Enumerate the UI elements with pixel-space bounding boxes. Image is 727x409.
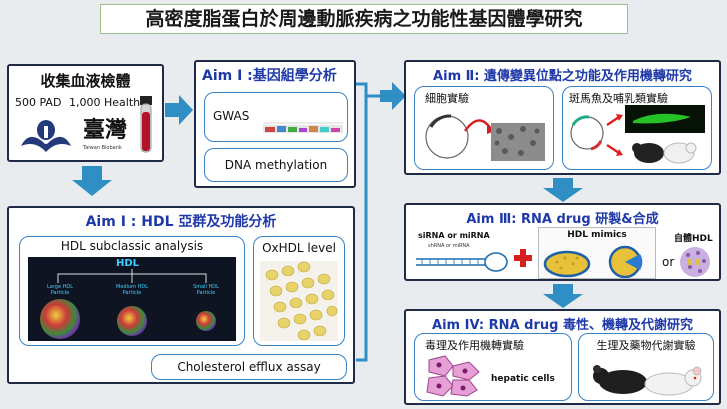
cell-experiment-label: 細胞實驗 (425, 92, 469, 105)
aim1-hdl-heading: Aim I : HDL 亞群及功能分析 (85, 214, 277, 230)
oxhdl-label: OxHDL level (262, 241, 336, 255)
aim1-hdl-panel: Aim I : HDL 亞群及功能分析 HDL subclassic analy… (7, 206, 355, 384)
elisa-plate-icon (260, 261, 338, 341)
cell-experiment-box: 細胞實驗 (414, 86, 554, 170)
blood-collection-panel: 收集血液檢體 500 PAD 1,000 Health 臺灣 Taiwan Bi… (7, 64, 164, 162)
toxicology-box: 毒理及作用機轉實驗 hepatic cells (414, 333, 572, 401)
methylation-box: DNA methylation (204, 148, 348, 182)
animal-experiment-label: 斑馬魚及哺乳類實驗 (569, 92, 668, 105)
hepatic-cells-icon (426, 355, 480, 397)
hdl-image-label: HDL (116, 258, 140, 269)
autologous-hdl-icon (680, 247, 710, 277)
arrow-right-icon (165, 95, 193, 125)
blood-heading: 收集血液檢體 (40, 72, 131, 90)
oxhdl-box: OxHDL level (253, 236, 345, 346)
toxicology-label: 毒理及作用機轉實驗 (425, 339, 524, 352)
animal-experiment-box: 斑馬魚及哺乳類實驗 (562, 86, 712, 170)
methylation-label: DNA methylation (224, 158, 328, 172)
autologous-hdl-label: 自體HDL (674, 234, 713, 244)
efflux-box: Cholesterol efflux assay (151, 354, 347, 380)
gwas-label: GWAS (213, 109, 250, 123)
aim3-heading: Aim Ⅲ: RNA drug 研製&合成 (466, 212, 659, 227)
hdl-particles-icon (40, 299, 216, 339)
hdl-subclass-image: HDL Large HDL Particle Medium HDL Partic… (28, 257, 236, 341)
plasmid-cells-icon (425, 114, 545, 161)
hdl-subclass-box: HDL subclassic analysis HDL Large HDL Pa… (19, 236, 245, 346)
gwas-box: GWAS (204, 92, 348, 142)
arrow-down-icon (543, 284, 583, 308)
large-hdl-label: Large HDL Particle (46, 284, 74, 296)
pharmacokinetics-box: 生理及藥物代謝實驗 (578, 333, 714, 401)
aim1-genomics-panel: Aim I :基因組學分析 GWAS DNA methylation (194, 60, 356, 188)
biobank-logo: 臺灣 (83, 117, 128, 143)
aim1-genomics-heading: Aim I :基因組學分析 (202, 68, 337, 84)
small-hdl-label: Small HDL Particle (193, 284, 219, 296)
blood-tube-icon (140, 96, 152, 153)
or-label: or (662, 255, 675, 269)
sirna-label: siRNA or miRNA (418, 231, 490, 240)
hairpin-rna-icon (416, 252, 508, 272)
sirna-sub-label: shRNA or miRNA (428, 243, 470, 249)
plus-icon (514, 249, 532, 267)
aim4-heading: Aim IV: RNA drug 毒性、機轉及代謝研究 (432, 318, 693, 333)
mimics-label: HDL mimics (567, 230, 627, 240)
health-count: 1,000 Health (69, 96, 141, 109)
pharmacokinetics-label: 生理及藥物代謝實驗 (596, 339, 696, 352)
pad-count: 500 PAD (15, 96, 62, 109)
mice-icon (593, 365, 702, 396)
biobank-logo-sub: Taiwan Biobank (83, 145, 122, 151)
connector-bracket (356, 82, 406, 362)
aim3-panel: Aim Ⅲ: RNA drug 研製&合成 siRNA or miRNA shR… (404, 203, 721, 281)
hospital-logo-icon (21, 120, 71, 152)
hdl-subclass-label: HDL subclassic analysis (60, 239, 204, 253)
aim4-panel: Aim IV: RNA drug 毒性、機轉及代謝研究 毒理及作用機轉實驗 he… (404, 309, 721, 405)
arrow-down-icon (72, 166, 112, 196)
medium-hdl-label: Medium HDL Particle (116, 284, 148, 296)
hepatic-cells-label: hepatic cells (491, 374, 555, 384)
page-title: 高密度脂蛋白於周邊動脈疾病之功能性基因體學研究 (100, 4, 628, 34)
zebrafish-mouse-icon (570, 105, 705, 164)
aim2-heading: Aim Ⅱ: 遺傳變異位點之功能及作用機轉研究 (433, 69, 692, 84)
arrow-down-icon (543, 178, 583, 202)
manhattan-plot-icon (263, 122, 343, 133)
hdl-tree-lines (57, 269, 207, 283)
hdl-mimics-icon (543, 245, 643, 278)
aim2-panel: Aim Ⅱ: 遺傳變異位點之功能及作用機轉研究 細胞實驗 斑馬魚及哺乳類實驗 (404, 60, 721, 175)
mimics-box: HDL mimics (538, 227, 656, 279)
efflux-label: Cholesterol efflux assay (177, 360, 321, 374)
